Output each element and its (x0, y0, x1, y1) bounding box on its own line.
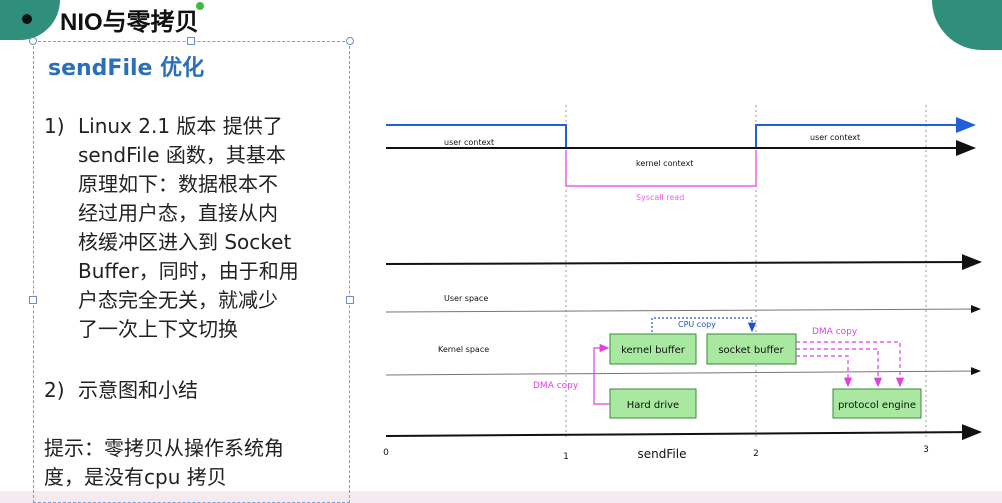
cpu-copy-label: CPU copy (678, 320, 716, 329)
dma-copy-right-arrow-2 (796, 348, 883, 388)
slide-title: NIO与零拷贝 (60, 9, 199, 36)
hard-drive-label: Hard drive (627, 400, 679, 411)
green-dot-icon (196, 2, 204, 10)
bottom-band (0, 491, 1002, 503)
cpu-copy-arrow (651, 317, 757, 333)
user-context-line-left (386, 124, 567, 148)
resize-handle-top-right[interactable] (346, 37, 354, 45)
dma-copy-right-arrow-1 (796, 341, 905, 388)
axis-label-sendfile: sendFile (638, 447, 687, 461)
protocol-engine-box (832, 388, 922, 419)
resize-handle-left[interactable] (29, 296, 37, 304)
point-1-line: 经过用户态，直接从内 (78, 201, 278, 225)
point-1-number: 1) (44, 114, 65, 138)
dma-copy-left-label: DMA copy (533, 381, 579, 391)
syscall-read-path (565, 150, 757, 187)
user-space-label: User space (444, 294, 488, 303)
kernel-context-label: kernel context (636, 159, 693, 168)
point-2-number: 2) (44, 378, 65, 402)
title-bullet-icon (22, 14, 32, 24)
point-1-line: Linux 2.1 版本 提供了 (78, 114, 283, 138)
socket-buffer-label: socket buffer (718, 345, 784, 356)
time-axis-line (385, 424, 982, 441)
subtitle: sendFile 优化 (48, 56, 205, 81)
tick-label: 3 (923, 445, 929, 455)
resize-handle-right[interactable] (346, 296, 354, 304)
space-divider-line (385, 305, 981, 314)
resize-handle-top[interactable] (187, 37, 195, 45)
user-context-left-label: user context (444, 138, 494, 147)
user-context-right-label: user context (810, 133, 860, 142)
dma-copy-top-label: DMA copy (812, 327, 858, 337)
point-1: 1) Linux 2.1 版本 提供了 sendFile 函数，其基本 原理如下：… (44, 112, 299, 344)
point-1-line: 核缓冲区进入到 Socket (78, 230, 292, 254)
dma-copy-right-arrow-3 (796, 355, 853, 388)
resize-handle-top-left[interactable] (29, 37, 37, 45)
point-1-line: Buffer，同时，由于和用 (78, 259, 299, 283)
point-1-line: 户态完全无关，就减少 (78, 288, 278, 312)
tip: 提示：零拷贝从操作系统角 度，是没有cpu 拷贝 (44, 434, 284, 492)
hard-drive-box (609, 388, 697, 419)
point-1-line: 了一次上下文切换 (78, 317, 238, 341)
space-top-line (385, 254, 982, 271)
tip-line: 提示：零拷贝从操作系统角 (44, 436, 284, 460)
kernel-space-label: Kernel space (438, 345, 489, 354)
tick-label: 1 (563, 452, 569, 462)
user-context-line-right (755, 117, 976, 148)
kernel-buffer-label: kernel buffer (621, 345, 686, 356)
tick-label: 0 (383, 448, 389, 458)
point-2: 2) 示意图和小结 (44, 376, 198, 405)
point-1-line: 原理如下：数据根本不 (78, 172, 278, 196)
syscall-read-label: Syscall read (636, 193, 684, 202)
kernel-bottom-line (385, 367, 981, 376)
point-2-line: 示意图和小结 (78, 378, 198, 402)
dma-copy-left-arrow (593, 343, 610, 405)
protocol-engine-label: protocol engine (838, 400, 916, 411)
point-1-line: sendFile 函数，其基本 (78, 143, 286, 167)
kernel-buffer-box (609, 333, 697, 365)
tick-label: 2 (753, 449, 759, 459)
tip-line: 度，是没有cpu 拷贝 (44, 465, 227, 489)
